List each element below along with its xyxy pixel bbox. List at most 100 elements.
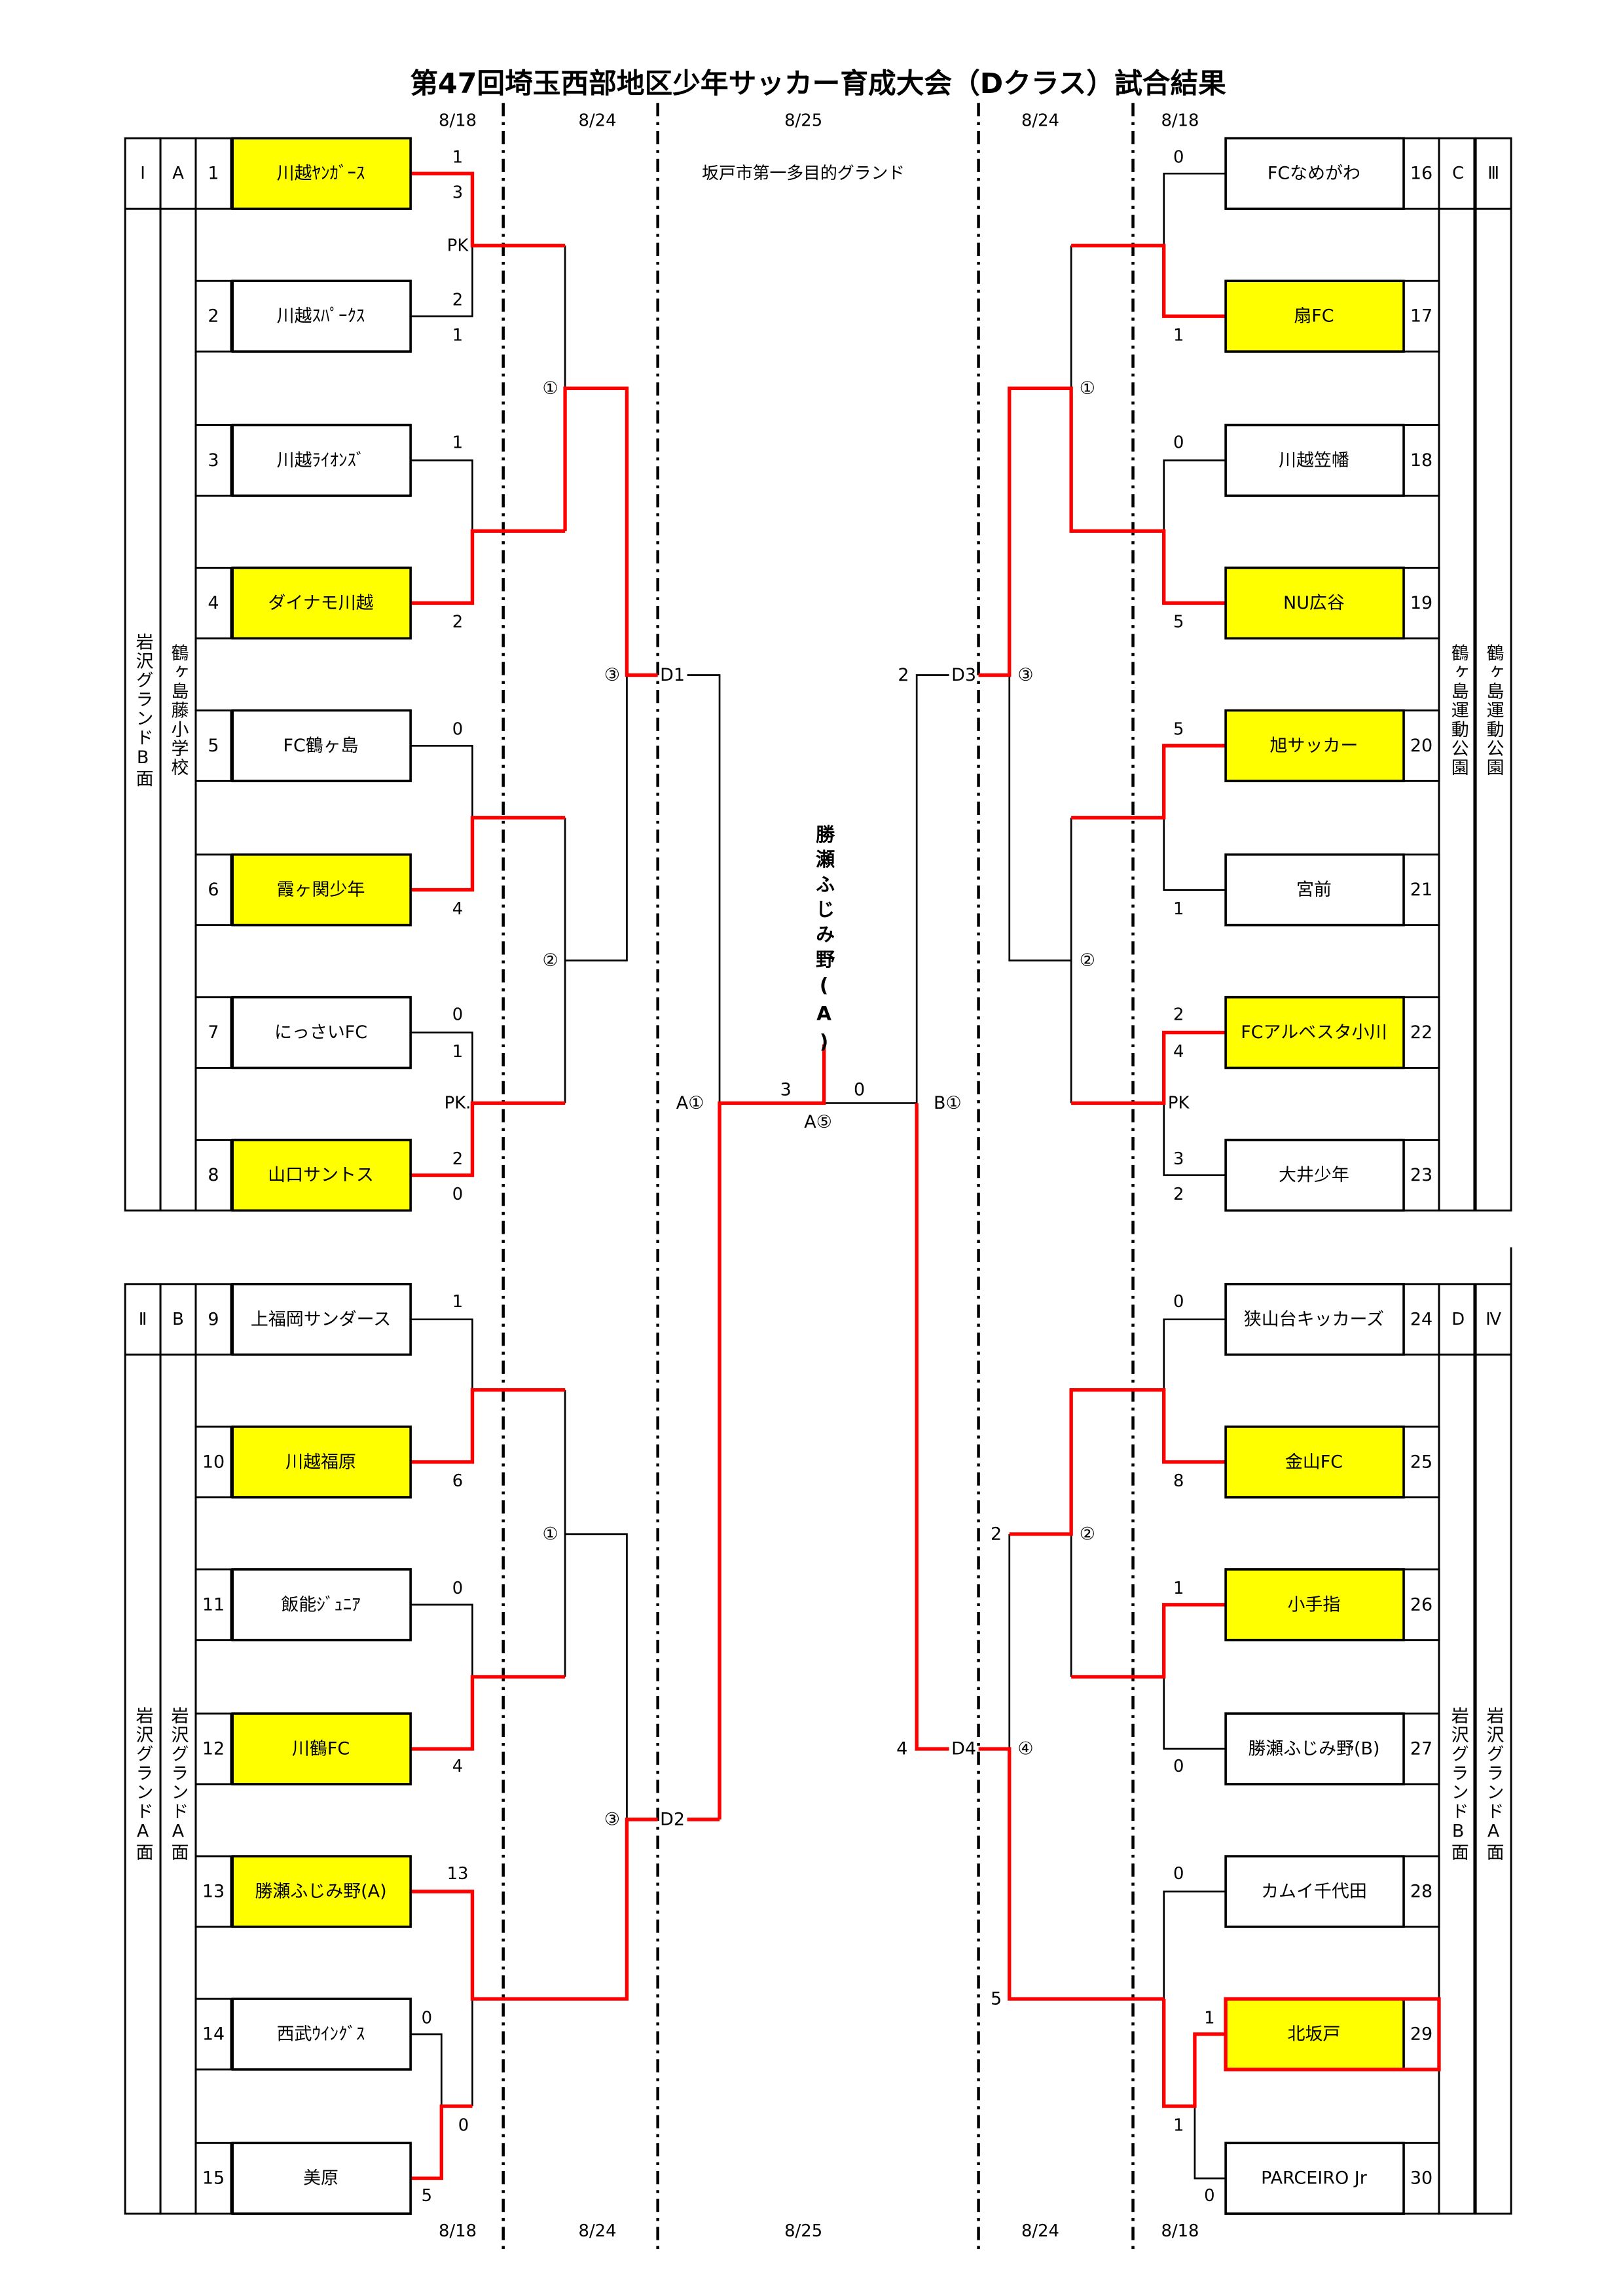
score-label: 0 [1173, 147, 1184, 167]
team-name-cell [231, 1138, 412, 1212]
venue-label: 岩沢グランドB面 [133, 632, 153, 788]
score-label: 0 [452, 720, 463, 740]
final-venue: 坂戸市第一多目的グランド [702, 164, 905, 183]
date-header: 8/24 [579, 111, 617, 130]
team-name: 小手指 [1288, 1594, 1341, 1615]
team-name-cell [1224, 1568, 1405, 1641]
team-number: 14 [202, 2024, 225, 2044]
team-entry [194, 137, 412, 210]
score-label: 0 [458, 2115, 469, 2135]
score-label: 3 [1173, 1149, 1184, 1169]
team-entry [194, 423, 412, 497]
highlight-border [1224, 1997, 1441, 2072]
venue-label: 岩沢グランドA面 [133, 1706, 153, 1862]
winner-path-line [1162, 1999, 1226, 2108]
team-number: 3 [208, 450, 219, 471]
winner-path-line [410, 2104, 473, 2180]
team-name-cell [1224, 853, 1405, 927]
team-entry [1224, 279, 1440, 353]
bracket-line [410, 1031, 473, 1103]
score-label: 1 [452, 433, 463, 452]
score-label: PK. [445, 1093, 471, 1113]
score-label: 0 [452, 1185, 463, 1204]
match-label: ② [1080, 1524, 1095, 1544]
team-name-cell [231, 1283, 412, 1356]
team-entry [1224, 1283, 1440, 1356]
score-label: 0 [1204, 2186, 1214, 2206]
score-label: PK [447, 236, 469, 255]
score-label: 5 [991, 1989, 1002, 2009]
team-entry [1224, 853, 1440, 927]
winner-path-line [563, 386, 658, 677]
team-number-cell [1402, 2142, 1440, 2215]
bracket-line [824, 674, 949, 1104]
bracket-line [410, 459, 473, 531]
winner-path-line [978, 1747, 1164, 2001]
score-label: 0 [854, 1080, 865, 1100]
team-entry [194, 566, 412, 640]
score-label: 0 [452, 1005, 463, 1025]
match-label: A⑤ [804, 1112, 832, 1132]
winner-path-line [978, 386, 1226, 677]
score-label: 5 [422, 2186, 432, 2206]
winner-path-line [410, 1101, 566, 1177]
score-label: PK [1168, 1093, 1190, 1113]
team-number-cell [194, 2142, 232, 2215]
team-number: 28 [1410, 1881, 1432, 1901]
group-label: C [1452, 164, 1464, 183]
score-label: 0 [1173, 433, 1184, 452]
team-number-cell [194, 1998, 232, 2071]
score-label: 2 [1173, 1185, 1184, 1204]
team-entry [194, 1138, 412, 1212]
team-name-cell [231, 1998, 412, 2071]
bracket-line [1163, 172, 1226, 246]
team-entry [194, 1855, 412, 1928]
date-footer: 8/18 [439, 2221, 477, 2241]
team-number: 6 [208, 880, 219, 900]
team-name: 勝瀬ふじみ野(A) [255, 1881, 386, 1901]
block-label: Ⅲ [1487, 164, 1499, 183]
team-number-cell [194, 1139, 232, 1211]
team-number: 11 [202, 1594, 225, 1615]
bracket-line [410, 1318, 473, 1390]
match-label: ① [543, 378, 558, 399]
match-label: B① [934, 1093, 962, 1113]
score-label: 1 [452, 1042, 463, 1062]
team-name-cell [1224, 996, 1405, 1069]
team-name-cell [1224, 1712, 1405, 1785]
score-label: 5 [1173, 720, 1184, 740]
team-number: 19 [1410, 593, 1432, 613]
team-number: 8 [208, 1165, 219, 1185]
score-label: 0 [422, 2008, 432, 2028]
team-name-cell [1224, 1426, 1405, 1499]
winner-path-line [1071, 243, 1226, 318]
team-number: 18 [1410, 450, 1432, 471]
winner-path-line [410, 171, 566, 247]
score-label: 2 [452, 613, 463, 632]
team-number: 7 [208, 1022, 219, 1043]
team-number: 13 [202, 1881, 225, 1901]
team-name: 山口サントス [268, 1165, 374, 1185]
winner-path-line [410, 529, 566, 605]
team-name: 川越ﾔﾝｶﾞｰｽ [277, 164, 365, 184]
team-entry [1224, 1855, 1440, 1928]
team-number-cell [194, 566, 232, 639]
team-number: 4 [208, 593, 219, 613]
score-label: 6 [452, 1471, 463, 1491]
team-entry [1224, 1568, 1440, 1641]
date-header: 8/25 [784, 111, 822, 130]
score-label: 2 [1173, 1005, 1184, 1025]
score-label: 2 [898, 665, 909, 685]
team-number: 2 [208, 306, 219, 327]
score-label: 0 [452, 1579, 463, 1598]
team-name-cell [1224, 709, 1405, 783]
block-label: Ⅰ [140, 164, 145, 183]
match-label: ③ [604, 665, 620, 685]
team-name-cell [1224, 279, 1405, 353]
winner-path-line [1071, 1603, 1226, 1679]
team-number-cell [1402, 853, 1440, 926]
team-number: 9 [208, 1309, 219, 1329]
bracket-lines [410, 103, 1226, 2251]
team-name-cell [1224, 566, 1405, 640]
match-label: D2 [660, 1809, 685, 1829]
